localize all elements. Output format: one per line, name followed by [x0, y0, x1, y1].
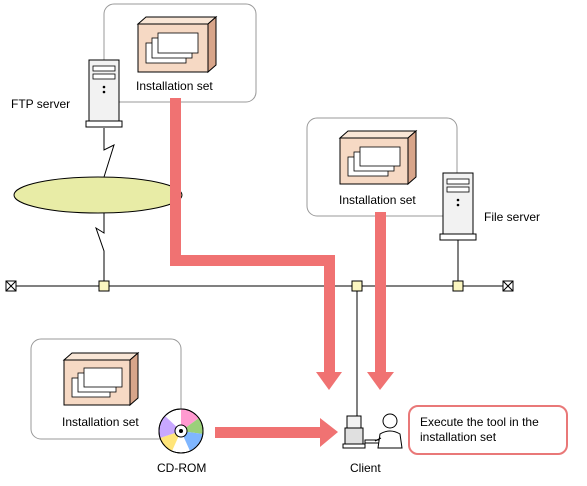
line-terminator-icon: [502, 280, 514, 292]
cd-rom-icon: [158, 408, 204, 454]
network-ellipse-icon: [13, 176, 183, 214]
network-connector-icon: [351, 280, 363, 292]
network-link-line: [95, 213, 105, 281]
ftp-server-label: FTP server: [11, 97, 71, 111]
installation-set-label-file: Installation set: [339, 193, 416, 207]
client-label: Client: [350, 461, 381, 475]
arrow-cd-to-client: [215, 418, 338, 447]
client-pc-user-icon: [342, 413, 403, 449]
package-box-icon: [136, 15, 218, 74]
installation-set-label-ftp: Installation set: [136, 79, 213, 93]
network-connector-icon: [452, 280, 464, 292]
server-tower-icon: [439, 172, 477, 241]
line-terminator-icon: [5, 280, 17, 292]
instruction-note-text: Execute the tool in the installation set: [420, 415, 539, 444]
file-server-label: File server: [484, 210, 541, 224]
network-connector-icon: [98, 280, 110, 292]
package-box-icon: [338, 129, 418, 186]
installation-set-label-cd: Installation set: [62, 415, 139, 429]
ftp-link-line: [103, 128, 115, 178]
package-box-icon: [62, 351, 140, 407]
arrow-ftp-to-client: [170, 98, 342, 390]
server-tower-icon: [85, 59, 123, 128]
cd-rom-label: CD-ROM: [157, 461, 207, 475]
arrow-file-to-client: [367, 212, 394, 390]
instruction-note: Execute the tool in the installation set: [408, 405, 568, 455]
